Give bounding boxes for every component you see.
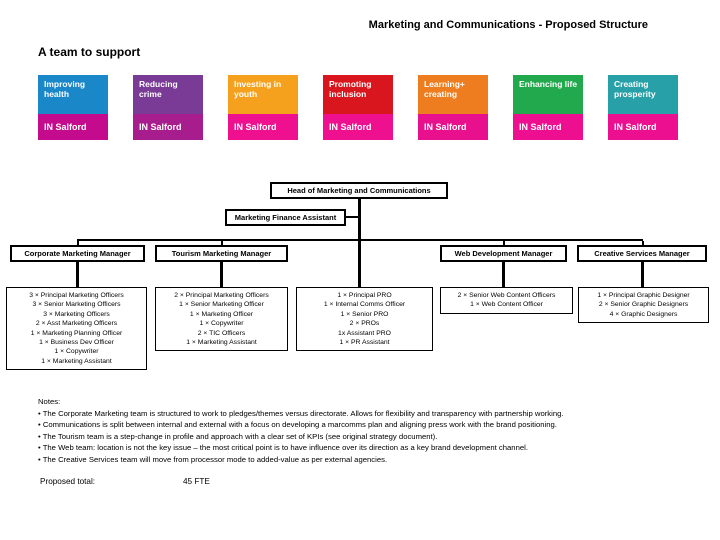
pledge-tile-label: Reducing crime [133,75,203,114]
pledge-tile-label: Improving health [38,75,108,114]
pledge-tile-label: Enhancing life [513,75,583,114]
staff-line: 1 × Internal Comms Officer [323,301,406,309]
staff-line: 3 × Marketing Officers [43,310,110,318]
notes-section: Notes: • The Corporate Marketing team is… [38,396,693,466]
staff-line: 2 × Senior Graphic Designers [598,301,689,309]
staff-line: 1 × Senior PRO [340,310,389,318]
pledge-tile-brand: IN Salford [228,114,298,140]
org-box-tourism-marketing-manager: Tourism Marketing Manager [155,245,288,262]
note-item: • Communications is split between intern… [38,420,557,430]
pledge-tile-label: Learning+ creating [418,75,488,114]
staff-line: 1 × Senior Marketing Officer [179,301,264,309]
staff-line: 2 × TIC Officers [197,329,246,337]
connector-line [503,241,505,246]
staff-box-tourism: 2 × Principal Marketing Officers 1 × Sen… [155,287,288,352]
pledge-tile-label: Investing in youth [228,75,298,114]
staff-line: 1 × Marketing Assistant [41,357,112,365]
org-box-web-development-manager: Web Development Manager [440,245,567,262]
staff-box-corporate: 3 × Principal Marketing Officers 3 × Sen… [6,287,147,370]
pledge-tile-brand: IN Salford [323,114,393,140]
pledge-tile-brand: IN Salford [418,114,488,140]
staff-line: 3 × Principal Marketing Officers [29,292,124,299]
pledge-tile-label: Creating prosperity [608,75,678,114]
pledge-tiles: Improving health IN Salford Reducing cri… [38,75,678,140]
pledge-tile-brand: IN Salford [38,114,108,140]
staff-box-creative: 1 × Principal Graphic Designer 2 × Senio… [578,287,709,324]
org-box-head-of-marketing: Head of Marketing and Communications [270,182,448,199]
staff-line: 3 × Senior Marketing Officers [32,301,121,309]
team-heading: A team to support [38,45,141,59]
pledge-tile-learning-creating: Learning+ creating IN Salford [418,75,488,140]
note-item: • The Tourism team is a step-change in p… [38,431,438,441]
pledge-tile-enhancing-life: Enhancing life IN Salford [513,75,583,140]
staff-line: 1 × Marketing Assistant [186,338,257,346]
pledge-tile-brand: IN Salford [608,114,678,140]
connector-line [76,261,79,287]
staff-line: 1 × Copywriter [54,348,99,356]
connector-line [77,241,79,246]
pledge-tile-label: Promoting inclusion [323,75,393,114]
connector-line [641,261,644,287]
pledge-tile-creating-prosperity: Creating prosperity IN Salford [608,75,678,140]
connector-line [642,241,644,246]
connector-line [77,239,643,241]
proposed-total-label: Proposed total: [40,477,96,486]
staff-line: 1 × Marketing Officer [189,310,254,318]
pledge-tile-promoting-inclusion: Promoting inclusion IN Salford [323,75,393,140]
connector-line [221,241,223,246]
org-box-creative-services-manager: Creative Services Manager [577,245,707,262]
staff-line: 1 × Copywriter [199,320,244,328]
slide-title: Marketing and Communications - Proposed … [368,19,648,31]
proposed-total-value: 45 FTE [183,477,210,486]
org-box-marketing-finance-assistant: Marketing Finance Assistant [225,209,346,226]
pledge-tile-brand: IN Salford [133,114,203,140]
connector-line [220,261,223,287]
staff-box-pr: 1 × Principal PRO 1 × Internal Comms Off… [296,287,433,352]
note-item: • The Creative Services team will move f… [38,454,388,464]
notes-heading: Notes: [38,397,61,406]
staff-box-web: 2 × Senior Web Content Officers 1 × Web … [440,287,573,314]
staff-line: 1 × PR Assistant [339,338,390,346]
staff-line: 1 × Principal Graphic Designer [597,292,690,299]
connector-line [358,199,361,287]
staff-line: 1 × Business Dev Officer [39,338,114,346]
pledge-tile-brand: IN Salford [513,114,583,140]
staff-line: 1x Assistant PRO [338,329,391,337]
pledge-tile-reducing-crime: Reducing crime IN Salford [133,75,203,140]
staff-line: 2 × PROs [349,320,380,328]
pledge-tile-investing-in-youth: Investing in youth IN Salford [228,75,298,140]
connector-line [502,261,505,287]
staff-line: 2 × Asst Marketing Officers [35,320,118,328]
staff-line: 1 × Web Content Officer [470,301,543,309]
staff-line: 2 × Principal Marketing Officers [174,292,269,299]
org-box-corporate-marketing-manager: Corporate Marketing Manager [10,245,145,262]
staff-line: 1 × Marketing Planning Officer [30,329,123,337]
pledge-tile-improving-health: Improving health IN Salford [38,75,108,140]
staff-line: 1 × Principal PRO [337,292,392,299]
staff-line: 2 × Senior Web Content Officers [457,292,556,299]
note-item: • The Web team: location is not the key … [38,443,528,453]
note-item: • The Corporate Marketing team is struct… [38,408,564,418]
connector-line [346,216,358,218]
staff-line: 4 × Graphic Designers [609,310,678,318]
